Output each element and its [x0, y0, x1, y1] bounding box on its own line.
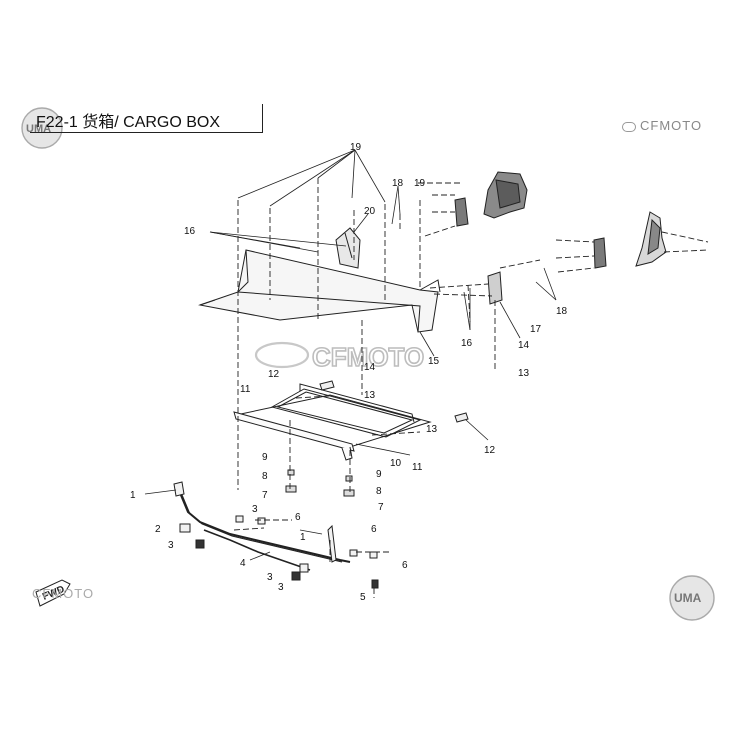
callout-number: 14: [518, 340, 530, 351]
leader-lines: [233, 178, 709, 598]
callout-number: 19: [350, 142, 362, 153]
callout-number: 3: [168, 540, 174, 551]
callout-number: 13: [518, 368, 530, 379]
callout-number: 18: [556, 306, 568, 317]
cargo-box-panel: [198, 249, 441, 333]
callout-number: 3: [267, 572, 273, 583]
callout-number: 20: [364, 206, 376, 217]
callout-number: 16: [461, 338, 473, 349]
bottom-rod-assembly: [173, 481, 379, 589]
callout-number: 12: [484, 445, 496, 456]
page-title: F22-1 货箱/ CARGO BOX: [36, 114, 221, 131]
callout-number: 8: [262, 471, 268, 482]
callout-leaders: [144, 149, 557, 561]
callout-number: 18: [392, 178, 404, 189]
callout-number: 13: [364, 390, 376, 401]
callout-number: 1: [300, 532, 306, 543]
callout-number: 15: [428, 356, 440, 367]
callout-number: 7: [262, 490, 268, 501]
svg-text:UMA: UMA: [674, 591, 702, 605]
pads-12: [319, 380, 469, 423]
callout-number: 6: [371, 524, 377, 535]
callout-number: 2: [155, 524, 161, 535]
callout-number: 11: [240, 384, 251, 395]
callout-number: 12: [268, 369, 280, 380]
callout-number: 9: [262, 452, 268, 463]
rack-frame: [233, 383, 432, 461]
cfmoto-watermark: CFMOTO: [254, 341, 425, 373]
callout-number: 7: [378, 502, 384, 513]
callout-number: 8: [376, 486, 382, 497]
callout-number: 10: [390, 458, 402, 469]
uma-logo-bottom-right: UMA: [669, 575, 715, 621]
callout-number: 14: [364, 362, 376, 373]
bracket-20: [335, 227, 361, 269]
watermark-text: CFMOTO: [312, 342, 424, 372]
brand-top-right: CFMOTO: [622, 118, 702, 133]
callout-number: 11: [412, 462, 423, 473]
title-box: F22-1 货箱/ CARGO BOX: [30, 104, 263, 133]
brand-top-right-text: CFMOTO: [640, 118, 703, 133]
callout-number: 3: [278, 582, 284, 593]
callout-numbers: 1 1 2 3 3 3 3 4 5 6 6 6 7 7 8 8 9 9 10 1…: [130, 142, 568, 603]
callout-number: 17: [530, 324, 542, 335]
fastener-stacks: [285, 469, 355, 497]
callout-number: 6: [295, 512, 301, 523]
callout-number: 4: [240, 558, 246, 569]
callout-number: 16: [184, 226, 196, 237]
callout-number: 5: [360, 592, 366, 603]
brand-bottom-left: CFMOTO: [32, 586, 94, 601]
cfmoto-logo-icon: [622, 121, 636, 132]
callout-number: 19: [414, 178, 426, 189]
brand-bottom-left-text: CFMOTO: [32, 586, 95, 601]
callout-number: 13: [426, 424, 438, 435]
side-guards: [454, 171, 667, 305]
callout-number: 3: [252, 504, 258, 515]
callout-number: 9: [376, 469, 382, 480]
callout-number: 6: [402, 560, 408, 571]
callout-number: 1: [130, 490, 136, 501]
